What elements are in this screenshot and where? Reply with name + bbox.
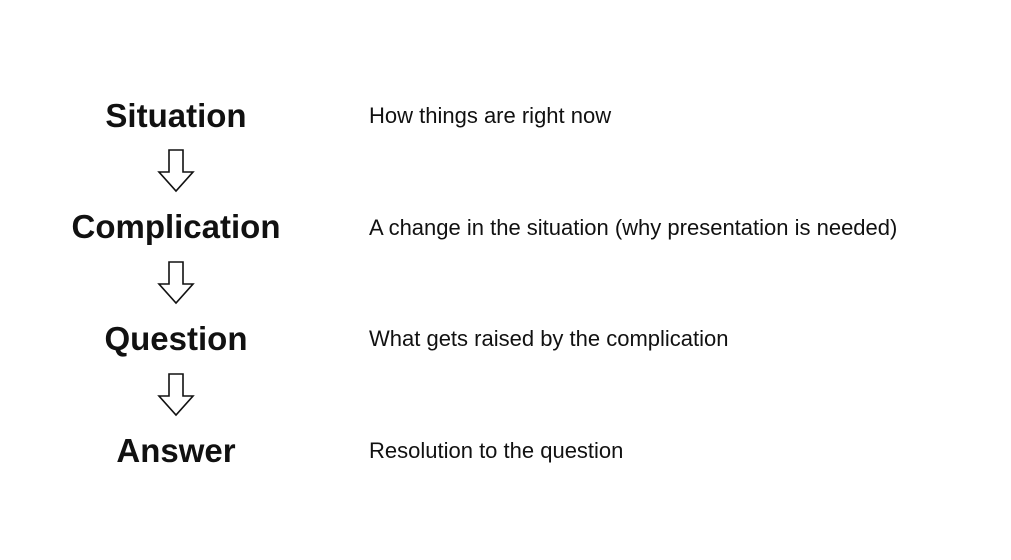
- down-arrow-icon: [156, 148, 196, 194]
- step-description-situation: How things are right now: [369, 103, 612, 128]
- step-title-complication: Complication: [71, 208, 281, 245]
- step-description-question: What gets raised by the complication: [369, 326, 729, 351]
- step-title-question: Question: [104, 320, 248, 357]
- step-title-answer: Answer: [116, 432, 236, 469]
- step-description-complication: A change in the situation (why presentat…: [369, 215, 898, 240]
- down-arrow-icon: [156, 260, 196, 306]
- down-arrow-icon: [156, 372, 196, 418]
- step-description-answer: Resolution to the question: [369, 438, 624, 463]
- step-title-situation: Situation: [105, 97, 247, 134]
